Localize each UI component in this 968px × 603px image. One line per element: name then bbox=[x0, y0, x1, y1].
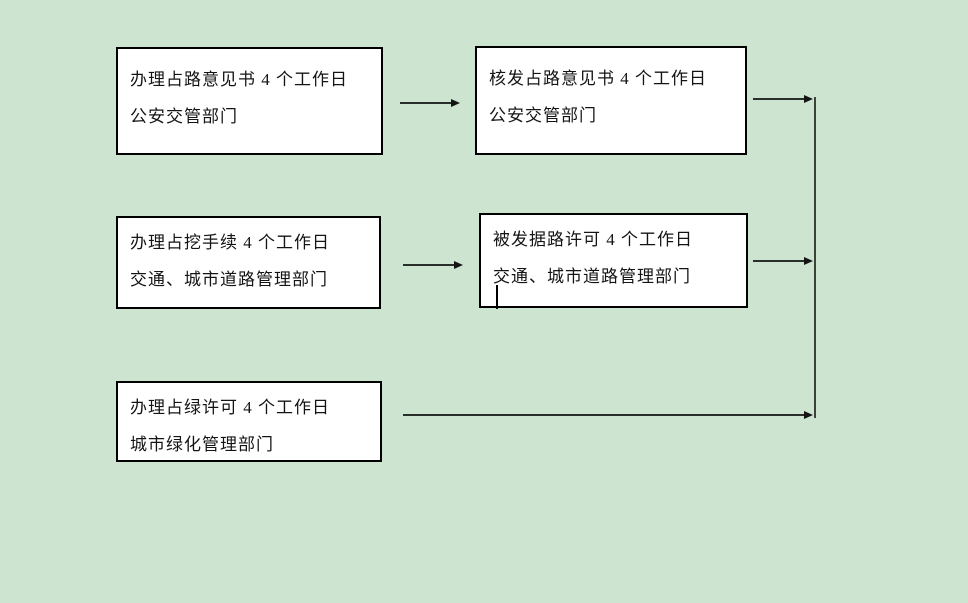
text-cursor-caret bbox=[496, 285, 498, 309]
arrowhead-right-icon bbox=[454, 261, 463, 269]
step-department: 交通、城市道路管理部门 bbox=[130, 270, 328, 289]
arrow-shaft bbox=[403, 264, 454, 266]
step-issue-road-occupation-opinion-box[interactable]: 核发占路意见书 4 个工作日 公安交管部门 bbox=[475, 46, 747, 155]
arrow-box4-to-merge-line[interactable] bbox=[753, 257, 813, 265]
arrowhead-right-icon bbox=[451, 99, 460, 107]
step-department: 城市绿化管理部门 bbox=[130, 435, 274, 454]
arrow-shaft bbox=[753, 260, 804, 262]
step-title: 办理占路意见书 4 个工作日 bbox=[130, 70, 348, 89]
arrowhead-right-icon bbox=[804, 95, 813, 103]
arrowhead-right-icon bbox=[804, 257, 813, 265]
step-department: 公安交管部门 bbox=[489, 106, 597, 125]
step-title: 核发占路意见书 4 个工作日 bbox=[489, 69, 707, 88]
arrow-shaft bbox=[400, 102, 451, 104]
step-title: 办理占绿许可 4 个工作日 bbox=[130, 398, 330, 417]
step-issue-road-excavation-permit-box[interactable]: 被发据路许可 4 个工作日 交通、城市道路管理部门 bbox=[479, 213, 748, 309]
arrow-box2-to-merge-line[interactable] bbox=[753, 95, 813, 103]
step-title: 办理占挖手续 4 个工作日 bbox=[130, 233, 330, 252]
step-apply-green-occupation-permit-box[interactable]: 办理占绿许可 4 个工作日 城市绿化管理部门 bbox=[116, 381, 382, 462]
step-department: 交通、城市道路管理部门 bbox=[493, 267, 691, 286]
arrow-shaft bbox=[753, 98, 804, 100]
step-title: 被发据路许可 4 个工作日 bbox=[493, 230, 693, 249]
vertical-merge-connector-line[interactable] bbox=[814, 97, 816, 418]
arrow-box1-to-box2[interactable] bbox=[400, 99, 460, 107]
arrow-box3-to-box4[interactable] bbox=[403, 261, 463, 269]
step-department: 公安交管部门 bbox=[130, 107, 238, 126]
step-apply-road-occupation-opinion-box[interactable]: 办理占路意见书 4 个工作日 公安交管部门 bbox=[116, 47, 383, 155]
arrow-box5-to-merge-line[interactable] bbox=[403, 411, 813, 419]
step-apply-excavation-procedure-box[interactable]: 办理占挖手续 4 个工作日 交通、城市道路管理部门 bbox=[116, 216, 381, 309]
arrowhead-right-icon bbox=[804, 411, 813, 419]
arrow-shaft bbox=[403, 414, 804, 416]
